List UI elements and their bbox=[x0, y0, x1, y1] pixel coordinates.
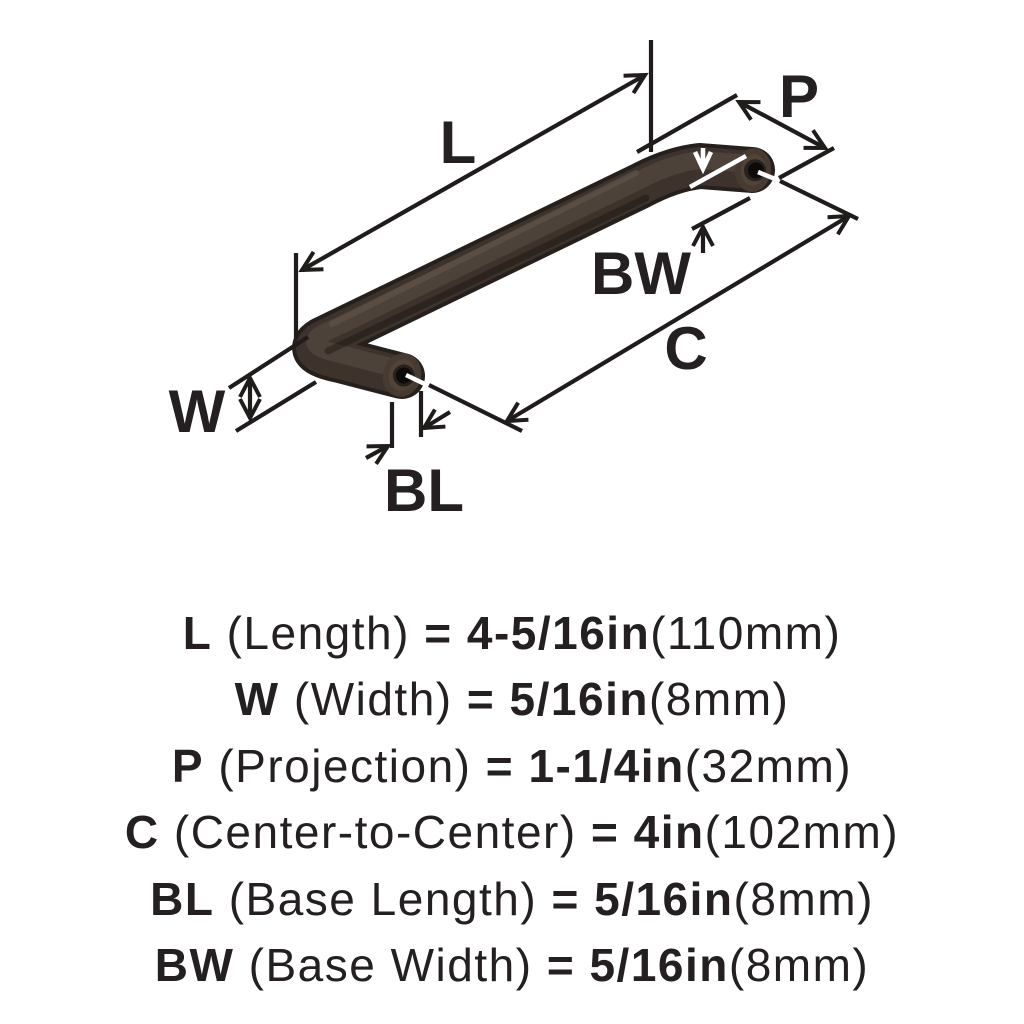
spec-code: W bbox=[234, 673, 280, 726]
spec-metric: (102mm) bbox=[704, 806, 900, 859]
label-center-C: C bbox=[664, 315, 707, 382]
spec-metric: (8mm) bbox=[733, 872, 874, 925]
left-screw-hole bbox=[395, 367, 412, 384]
equals-sign: = bbox=[485, 739, 515, 792]
spec-name: (Base Length) bbox=[228, 872, 538, 925]
l-dimension-line bbox=[298, 72, 649, 273]
c-dimension-line bbox=[503, 213, 853, 424]
spec-list: L (Length) = 4-5/16in(110mm) W (Width) =… bbox=[0, 600, 1024, 998]
dimension-center-to-center-C bbox=[428, 179, 859, 433]
spec-metric: (32mm) bbox=[684, 739, 853, 792]
spec-code: P bbox=[171, 739, 205, 792]
base-width-diagonal-mark bbox=[688, 154, 748, 189]
spec-name: (Center-to-Center) bbox=[173, 806, 577, 859]
p-extension-left bbox=[635, 93, 739, 154]
spec-name: (Length) bbox=[226, 607, 410, 659]
c-extension-left bbox=[428, 383, 523, 433]
spec-metric: (8mm) bbox=[728, 938, 870, 991]
dimension-width-W bbox=[227, 335, 318, 433]
spec-value: 1-1/4in bbox=[528, 739, 685, 792]
spec-line-base-length: BL (Base Length) = 5/16in(8mm) bbox=[0, 866, 1024, 932]
spec-name: (Base Width) bbox=[248, 938, 533, 991]
bw-extension-line bbox=[691, 196, 751, 231]
equals-sign: = bbox=[466, 673, 496, 726]
label-base-width-BW: BW bbox=[591, 240, 691, 307]
equals-sign: = bbox=[590, 806, 620, 859]
dimension-base-width-BW bbox=[691, 196, 751, 253]
w-extension-bottom bbox=[234, 380, 318, 433]
dimension-projection-P bbox=[635, 93, 836, 180]
spec-line-base-width: BW (Base Width) = 5/16in(8mm) bbox=[0, 932, 1024, 998]
right-hole-center-mark bbox=[757, 169, 781, 184]
equals-sign: = bbox=[424, 607, 453, 659]
label-length-L: L bbox=[440, 109, 477, 176]
spec-line-length: L (Length) = 4-5/16in(110mm) bbox=[0, 600, 1024, 666]
dimension-base-length-BL bbox=[364, 391, 452, 465]
bl-arrow-left bbox=[364, 443, 392, 465]
spec-value: 4-5/16in bbox=[466, 607, 651, 659]
spec-name: (Projection) bbox=[218, 739, 472, 792]
spec-code: BL bbox=[150, 872, 215, 925]
dimension-length-L bbox=[293, 40, 654, 338]
c-extension-right bbox=[779, 179, 859, 221]
w-extension-top bbox=[227, 335, 310, 390]
handle-diagram-svg: L P W C BL BW bbox=[169, 40, 859, 524]
spec-line-width: W (Width) = 5/16in(8mm) bbox=[0, 666, 1024, 732]
label-base-length-BL: BL bbox=[384, 457, 464, 524]
spec-code: L bbox=[182, 607, 213, 659]
spec-value: 5/16in bbox=[589, 938, 729, 991]
spec-value: 5/16in bbox=[509, 673, 649, 726]
equals-sign: = bbox=[551, 872, 580, 925]
spec-metric: (8mm) bbox=[648, 673, 790, 726]
p-dimension-line bbox=[735, 99, 829, 151]
spec-code: C bbox=[124, 806, 160, 859]
spec-metric: (110mm) bbox=[650, 607, 842, 659]
spec-value: 4in bbox=[633, 806, 705, 859]
p-extension-right bbox=[777, 146, 836, 180]
left-hole-center-mark bbox=[405, 372, 430, 389]
spec-line-projection: P (Projection) = 1-1/4in(32mm) bbox=[0, 733, 1024, 799]
equals-sign: = bbox=[546, 938, 576, 991]
dimension-annotations bbox=[227, 40, 859, 465]
label-width-W: W bbox=[169, 378, 226, 445]
bl-arrow-right bbox=[420, 408, 452, 431]
handle-left-base-face bbox=[382, 353, 422, 397]
spec-line-center-to-center: C (Center-to-Center) = 4in(102mm) bbox=[0, 799, 1024, 865]
spec-value: 5/16in bbox=[594, 872, 734, 925]
spec-name: (Width) bbox=[293, 673, 453, 726]
spec-code: BW bbox=[154, 938, 235, 991]
white-callout-marks bbox=[405, 148, 781, 389]
label-projection-P: P bbox=[779, 63, 819, 130]
